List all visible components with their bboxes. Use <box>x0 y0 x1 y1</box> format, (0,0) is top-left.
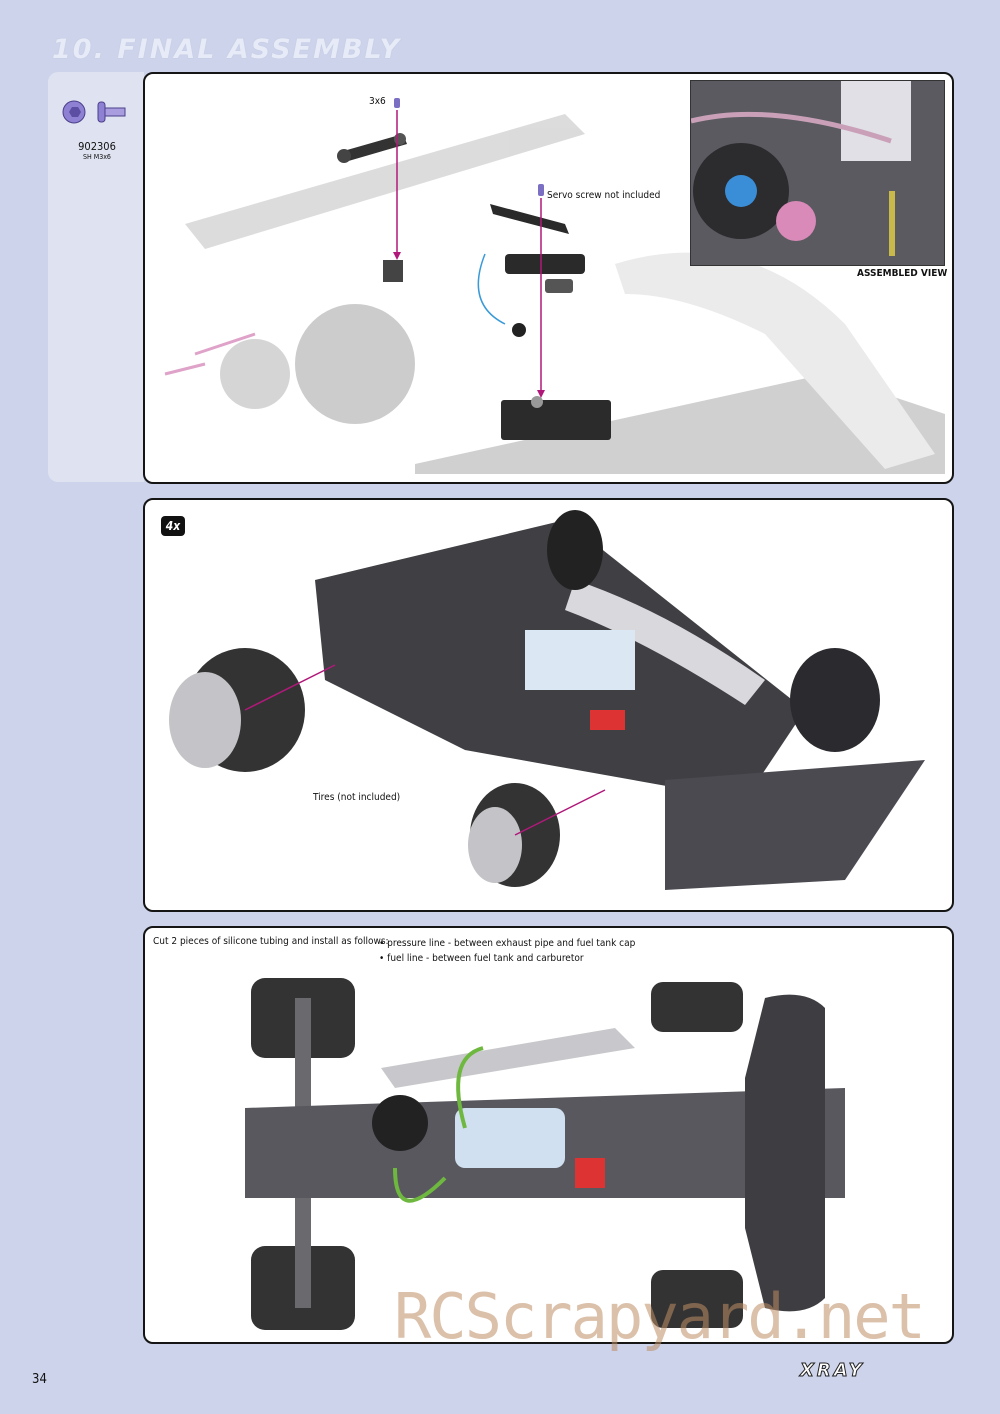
servo-screw-note: Servo screw not included <box>547 190 661 201</box>
assembled-view-illustration <box>691 81 944 265</box>
assembled-view-inset <box>690 80 945 266</box>
part-code: 902306 <box>78 140 116 153</box>
part-desc: SH M3x6 <box>83 153 111 161</box>
brand-logo: XRAY <box>800 1360 865 1382</box>
servo-saver <box>490 204 585 293</box>
watermark: RCScrapyard.net <box>394 1280 926 1353</box>
step-panel-tubing: Cut 2 pieces of silicone tubing and inst… <box>143 926 954 1344</box>
tires-note: Tires (not included) <box>313 792 401 803</box>
screw-icon <box>62 100 126 124</box>
tubing-instruction: Cut 2 pieces of silicone tubing and inst… <box>153 936 389 947</box>
servo-linkage-illustration <box>164 98 945 474</box>
step-panel-servo-linkage: 3x6 Servo screw not included ASSEMBLED V… <box>143 72 954 484</box>
bullet-pressure-line: • pressure line - between exhaust pipe a… <box>379 938 636 949</box>
parts-column <box>48 72 144 482</box>
front-left-wheel <box>468 783 560 887</box>
top-view-illustration <box>245 978 845 1330</box>
part-902306: 902306 SH M3x6 <box>52 96 142 161</box>
servo <box>501 396 611 440</box>
page-number: 34 <box>32 1372 47 1387</box>
screw-3x6 <box>394 98 400 108</box>
rear-left-wheel <box>169 648 305 772</box>
wheel-installation-illustration <box>169 510 925 890</box>
tubing-bullets: • pressure line - between exhaust pipe a… <box>379 936 635 966</box>
assembled-view-label: ASSEMBLED VIEW <box>857 268 948 279</box>
quantity-badge: 4x <box>161 516 185 536</box>
rear-right-wheel <box>547 510 603 590</box>
screw-size-label: 3x6 <box>369 96 386 107</box>
front-right-wheel <box>790 648 880 752</box>
bullet-fuel-line: • fuel line - between fuel tank and carb… <box>379 953 584 964</box>
step-panel-wheels: 4x Tires (not included) <box>143 498 954 912</box>
page-title: 10. FINAL ASSEMBLY <box>52 34 402 65</box>
